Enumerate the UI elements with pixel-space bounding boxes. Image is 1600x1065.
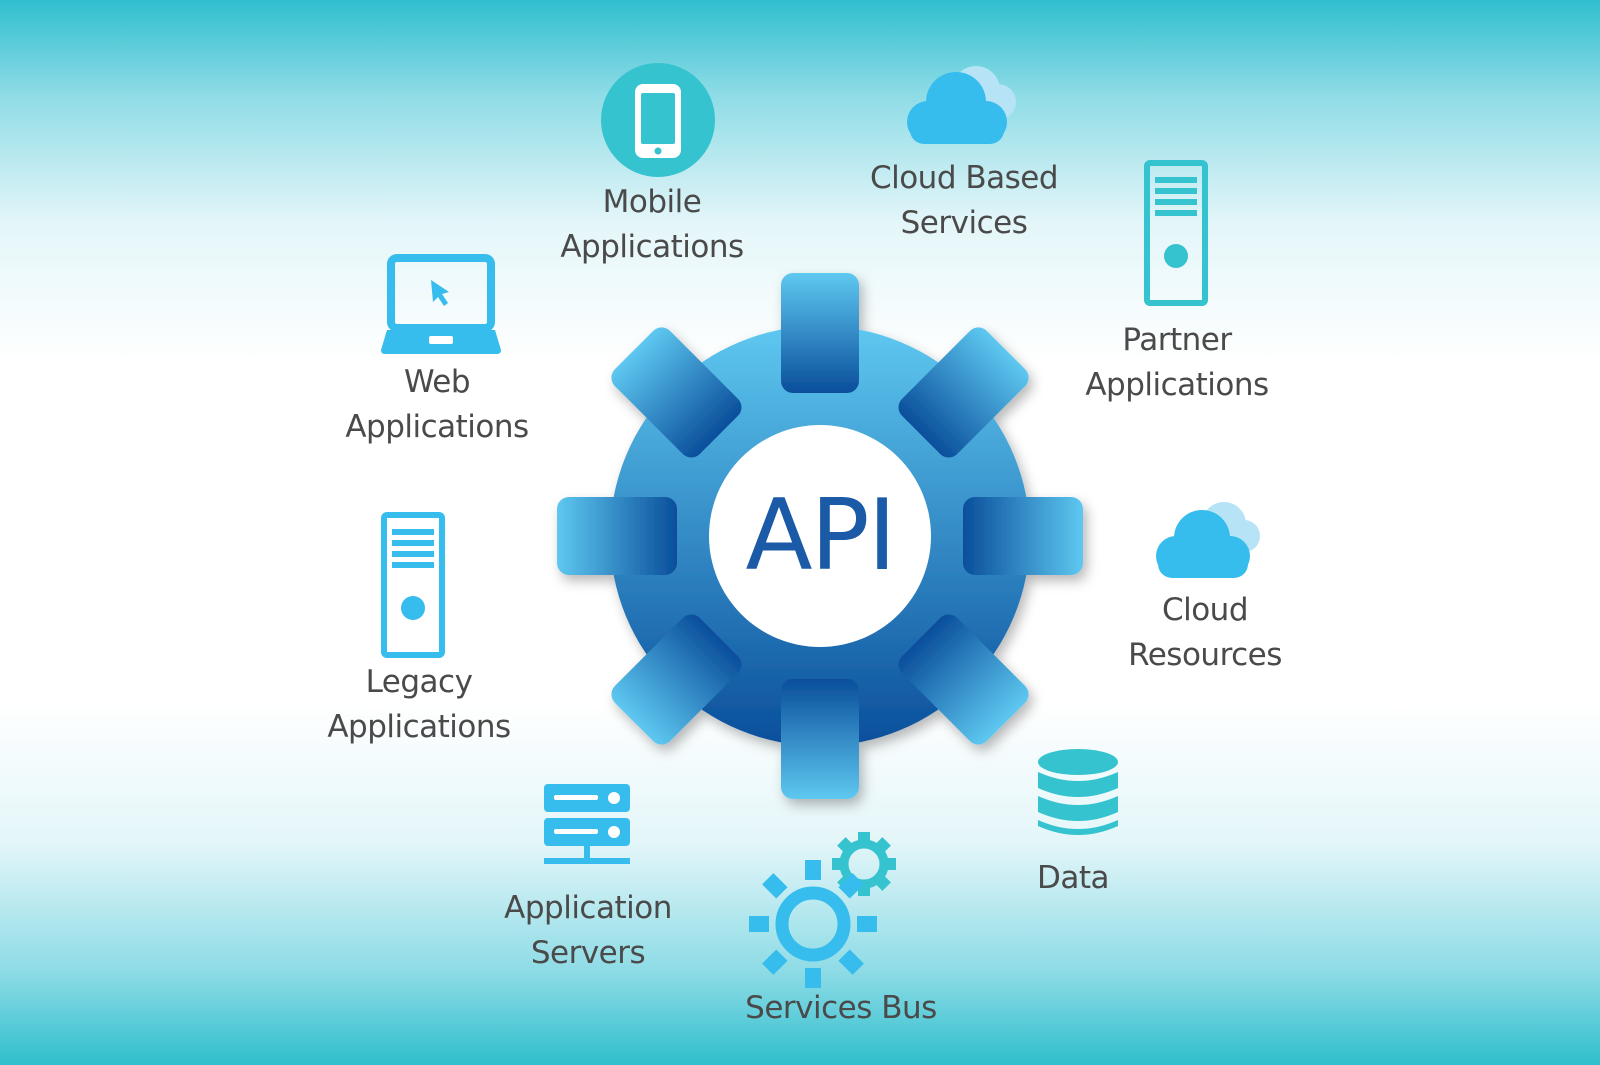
database-icon <box>1038 749 1118 835</box>
api-hub-label: API <box>745 479 896 593</box>
mobile-phone-icon <box>601 63 715 177</box>
cloud-icon <box>1156 502 1260 578</box>
gears-icon <box>749 832 896 988</box>
server-rack-icon <box>544 784 630 864</box>
services-bus-label: Services Bus <box>745 990 937 1026</box>
server-tower-icon <box>381 512 445 658</box>
server-tower-icon <box>1144 160 1208 306</box>
laptop-icon <box>381 254 501 354</box>
cloud-icon <box>907 66 1016 144</box>
data-label: Data <box>1036 860 1110 896</box>
